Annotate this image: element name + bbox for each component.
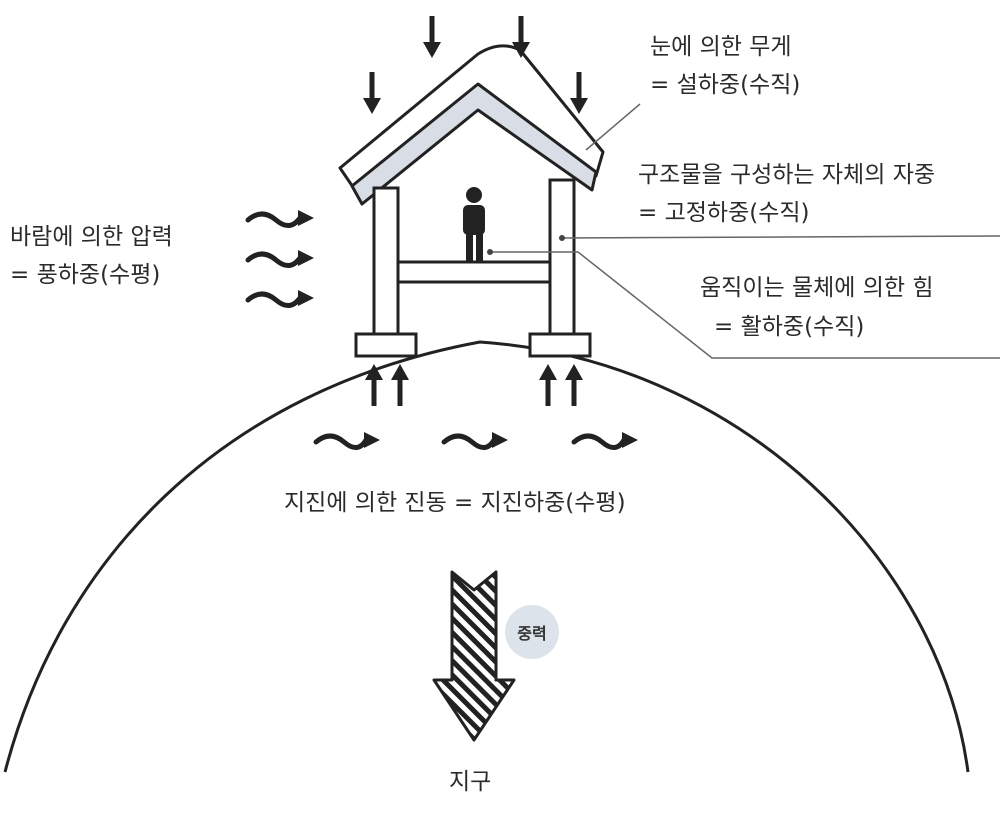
- snow-arrows: [363, 16, 588, 114]
- dead-load-label-2: = 고정하중(수직): [638, 200, 810, 226]
- up-arrow-icon: [539, 364, 557, 406]
- wavy-arrow-icon: [313, 432, 380, 450]
- snow-load-label-2: = 설하중(수직): [650, 72, 801, 98]
- seismic-load-label: 지진에 의한 진동 = 지진하중(수평): [284, 490, 626, 516]
- wind-arrows: [245, 210, 314, 308]
- left-footing: [354, 332, 418, 358]
- wavy-arrow-icon: [245, 250, 314, 268]
- right-footing: [528, 332, 592, 358]
- floor-slab: [396, 260, 552, 284]
- wind-load-label-2: = 풍하중(수평): [10, 262, 161, 288]
- earth-arc: [3, 340, 970, 773]
- gravity-arrow: [432, 570, 516, 742]
- wavy-arrow-icon: [441, 432, 508, 450]
- snow-leader: [585, 103, 641, 151]
- quake-arrows: [313, 432, 638, 450]
- wind-load-label-1: 바람에 의한 압력: [10, 224, 173, 250]
- gravity-badge: 중력: [505, 605, 559, 659]
- reaction-arrows: [365, 364, 583, 406]
- live-load-label-2: = 활하중(수직): [714, 314, 865, 340]
- leader-lines: [490, 103, 1000, 359]
- left-column: [372, 186, 400, 342]
- down-arrow-icon: [570, 72, 588, 114]
- earth-label: 지구: [449, 769, 492, 795]
- wavy-arrow-icon: [245, 210, 314, 228]
- up-arrow-icon: [365, 364, 383, 406]
- wavy-arrow-icon: [571, 432, 638, 450]
- up-arrow-icon: [391, 364, 409, 406]
- live-load-dot: [487, 249, 493, 255]
- down-arrow-icon: [363, 72, 381, 114]
- up-arrow-icon: [565, 364, 583, 406]
- dead-load-label-1: 구조물을 구성하는 자체의 자중: [638, 162, 936, 188]
- live-load-label-1: 움직이는 물체에 의한 힘: [700, 275, 934, 301]
- right-column: [548, 178, 576, 342]
- down-arrow-icon: [512, 16, 530, 58]
- person-icon: [463, 187, 485, 261]
- wavy-arrow-icon: [245, 290, 314, 308]
- live-load-leader: [490, 251, 1000, 359]
- dead-load-leader: [561, 235, 1000, 239]
- dead-load-dot: [559, 235, 565, 241]
- snow-load-label-1: 눈에 의한 무게: [650, 34, 792, 60]
- down-arrow-icon: [423, 16, 441, 58]
